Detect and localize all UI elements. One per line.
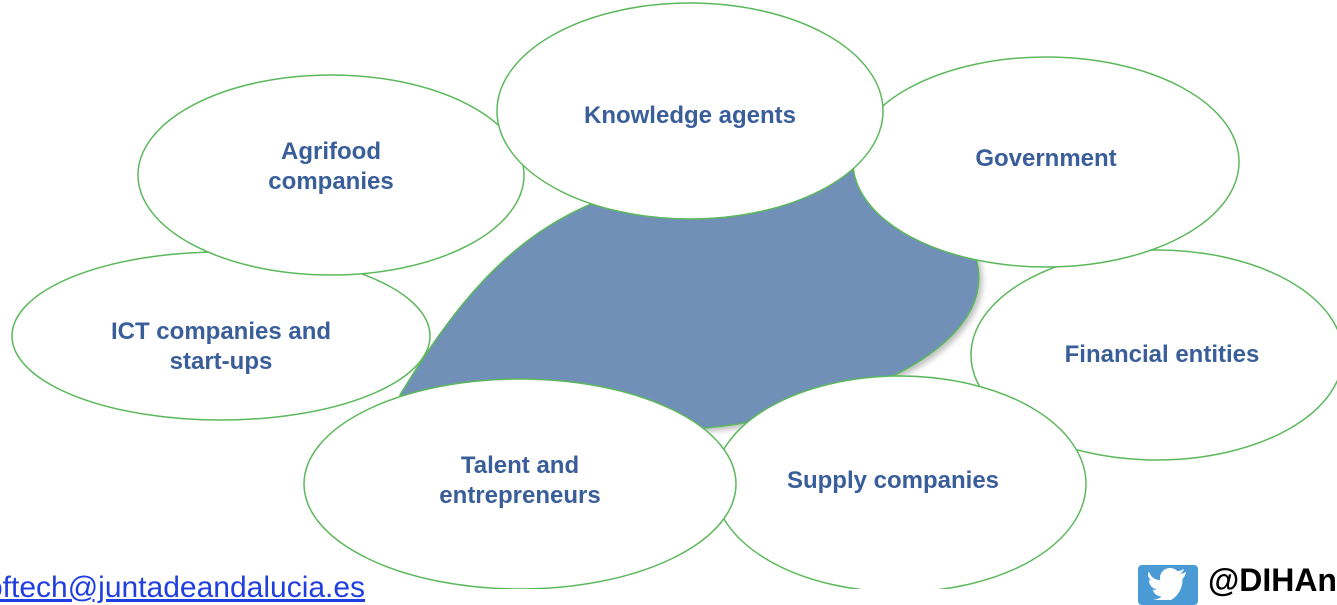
node-label-line: Talent and [460,452,580,479]
ellipse-talent [303,378,737,589]
node-label-ict: ICT companies and start-ups [111,317,331,377]
node-label-line: Financial entities [1064,341,1260,368]
node-label-line: Knowledge agents [583,102,797,129]
node-label-agrifood: Agrifood companies [268,137,393,197]
ellipse-financial [970,249,1337,461]
node-label-talent: Talent and entrepreneurs [439,451,600,511]
contact-email-link[interactable]: oftech@juntadeandalucia.es [0,571,366,604]
node-label-line: Government [975,145,1117,172]
node-label-line: start-ups [169,348,273,375]
node-label-government: Government [975,144,1116,174]
ecosystem-diagram [11,2,1337,589]
node-label-line: Agrifood [281,138,381,165]
twitter-bird-glyph [1148,568,1186,600]
node-label-knowledge: Knowledge agents [584,101,796,131]
node-label-financial: Financial entities [1065,340,1260,370]
node-label-line: ICT companies and [110,318,332,345]
node-label-supply: Supply companies [787,466,999,496]
ellipse-agrifood [137,74,525,276]
node-label-line: Supply companies [786,467,1000,494]
node-label-line: entrepreneurs [439,482,601,509]
twitter-bird-icon[interactable] [1138,565,1198,605]
ellipse-knowledge [496,2,884,220]
node-label-line: companies [268,168,394,195]
twitter-handle[interactable]: @DIHAn [1208,562,1337,598]
